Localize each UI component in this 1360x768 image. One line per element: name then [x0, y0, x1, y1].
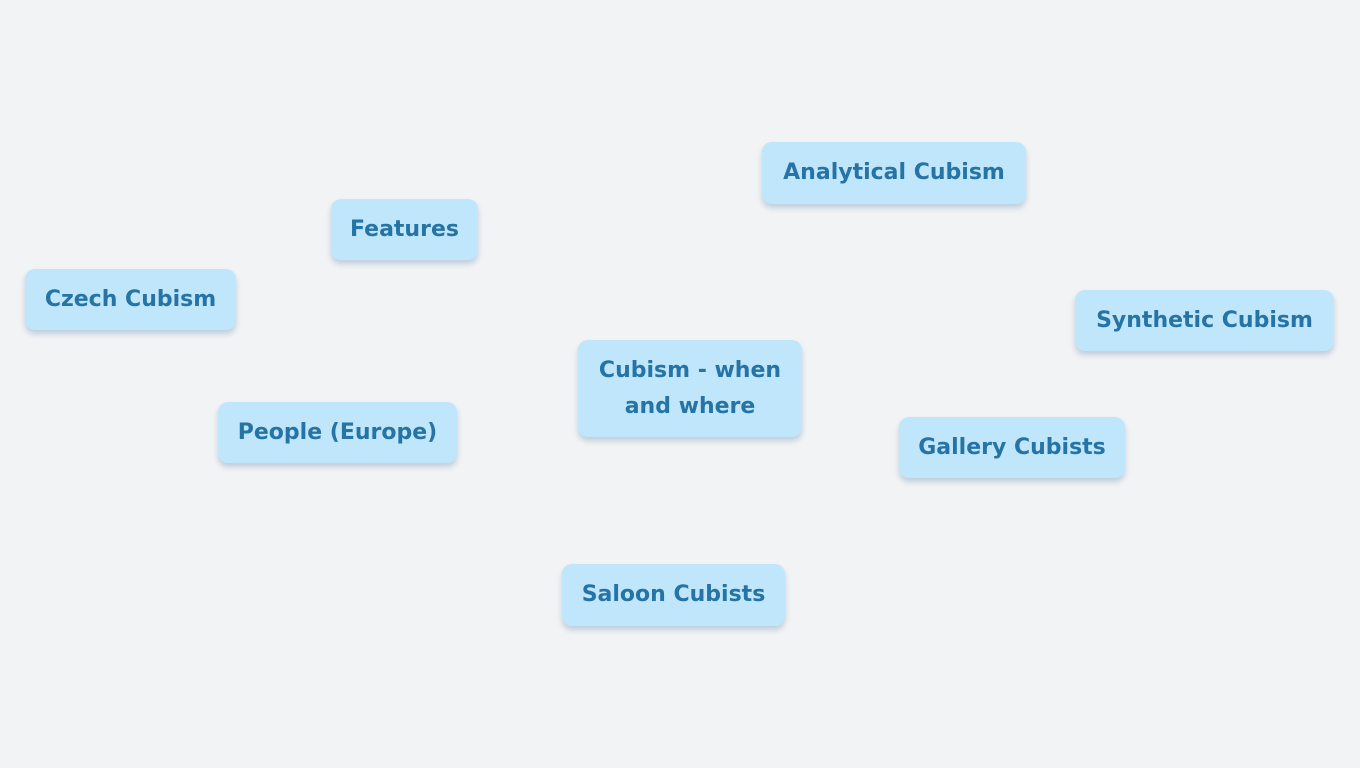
topic-label: Gallery Cubists — [918, 434, 1106, 460]
topic-label: Saloon Cubists — [581, 582, 766, 607]
topic-node-people-europe[interactable]: People (Europe) — [218, 402, 457, 463]
topic-node-features[interactable]: Features — [331, 199, 478, 260]
topic-label: Analytical Cubism — [783, 160, 1005, 185]
topic-label: Synthetic Cubism — [1096, 307, 1313, 333]
topic-node-saloon-cubists[interactable]: Saloon Cubists — [562, 564, 785, 626]
topic-node-synthetic-cubism[interactable]: Synthetic Cubism — [1075, 290, 1334, 351]
central-label: Cubism - when and where — [598, 357, 782, 419]
topic-node-gallery-cubists[interactable]: Gallery Cubists — [899, 417, 1125, 478]
topic-label: Czech Cubism — [44, 286, 217, 312]
central-node[interactable]: Cubism - when and where — [578, 340, 802, 437]
topic-label: Features — [350, 216, 459, 242]
topic-label: People (Europe) — [237, 419, 438, 445]
topic-node-czech-cubism[interactable]: Czech Cubism — [25, 269, 236, 330]
topic-node-analytical-cubism[interactable]: Analytical Cubism — [762, 142, 1026, 204]
